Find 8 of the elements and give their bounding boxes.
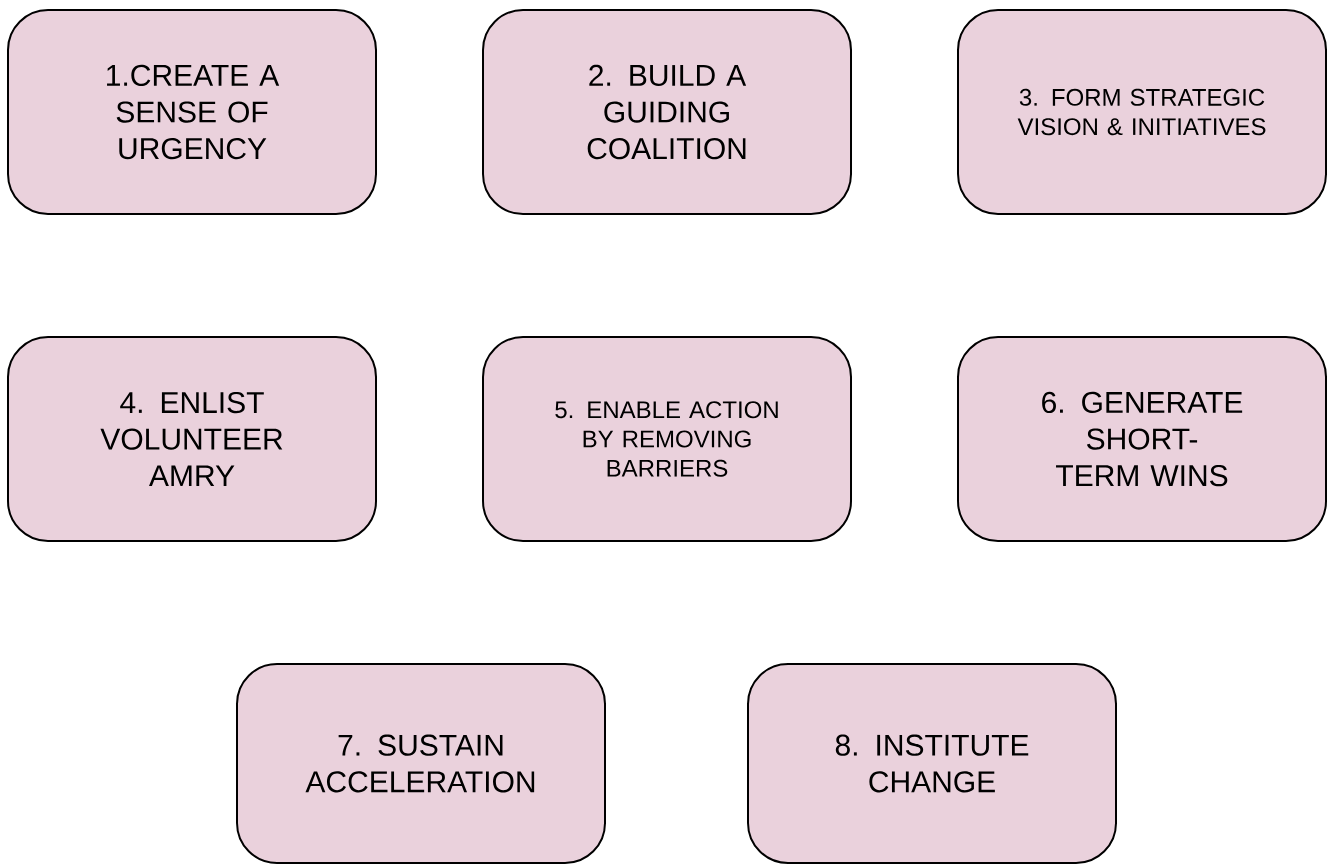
process-box: 6. GENERATE SHORT-TERM WINS bbox=[957, 336, 1327, 542]
process-box: 5. ENABLE ACTION BY REMOVING BARRIERS bbox=[482, 336, 852, 542]
process-box: 2. BUILD A GUIDING COALITION bbox=[482, 9, 852, 215]
process-box: 1.CREATE A SENSE OF URGENCY bbox=[7, 9, 377, 215]
process-box: 4. ENLIST VOLUNTEER AMRY bbox=[7, 336, 377, 542]
process-box: 3. FORM STRATEGIC VISION & INITIATIVES bbox=[957, 9, 1327, 215]
process-box: 7. SUSTAIN ACCELERATION bbox=[236, 663, 606, 864]
process-box: 8. INSTITUTE CHANGE bbox=[747, 663, 1117, 864]
